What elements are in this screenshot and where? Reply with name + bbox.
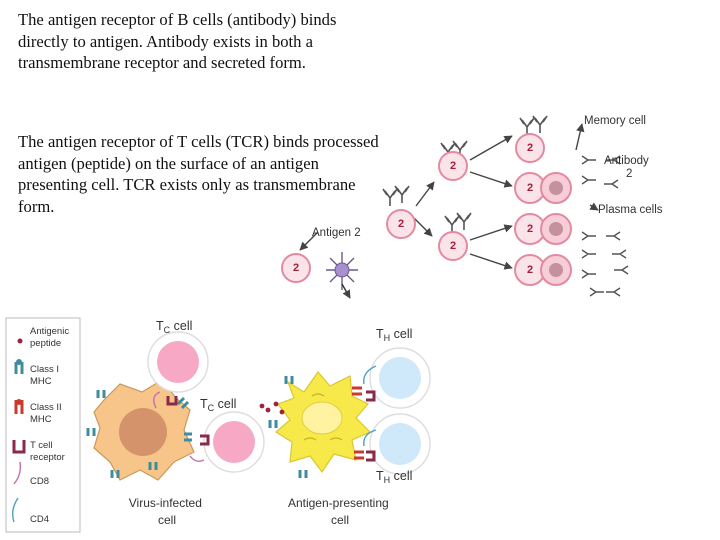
- antigen-particle: [326, 252, 358, 299]
- svg-text:2: 2: [398, 218, 404, 230]
- apc-label: Antigen-presenting cell: [288, 496, 392, 527]
- plasma-cell: 2: [514, 254, 572, 286]
- svg-text:2: 2: [527, 182, 533, 194]
- antibody-label: Antibody: [604, 155, 649, 167]
- t-cell-antigen-presentation-diagram: Antigenic peptide Class I MHC Class II M…: [5, 317, 431, 533]
- svg-text:2: 2: [527, 264, 533, 276]
- cd8-legend-icon: [13, 461, 22, 485]
- th-cell-label-upper: TH cell: [376, 327, 412, 343]
- legend-class-ii-mhc: Class II MHC: [30, 402, 64, 425]
- legend-tcr: T cell receptor: [30, 440, 65, 463]
- plasma-cell: 2: [514, 172, 572, 204]
- tc-cell-label-lower: TC cell: [200, 397, 236, 413]
- virus-infected-cell: [93, 379, 195, 481]
- plasma-cell: 2: [514, 213, 572, 245]
- tcr-legend-icon: [12, 440, 26, 454]
- antibody-number-label: 2: [626, 168, 632, 180]
- svg-text:2: 2: [450, 240, 456, 252]
- svg-text:2: 2: [527, 223, 533, 235]
- cytotoxic-t-cell-upper: [147, 331, 209, 409]
- svg-text:2: 2: [527, 142, 533, 154]
- apc-class-i-mhc: [268, 376, 308, 478]
- helper-t-cell-lower: [363, 413, 431, 475]
- legend-peptide: Antigenic peptide: [30, 326, 72, 349]
- class-ii-mhc-legend-icon: [14, 399, 24, 414]
- tc-cell-label-upper: TC cell: [156, 319, 192, 335]
- svg-text:2: 2: [450, 160, 456, 172]
- class-i-mhc-legend-icon: [14, 359, 24, 374]
- class-ii-mhc-molecules: [352, 386, 364, 460]
- legend-class-i-mhc: Class I MHC: [30, 364, 62, 387]
- b-cell-clonal-selection-diagram: 2 2 2 2 2 2 2: [281, 115, 663, 299]
- dividing-b-cell-lower: 2: [438, 231, 468, 261]
- helper-t-cell-upper: [363, 347, 431, 409]
- b-cell-receptor-paragraph: The antigen receptor of B cells (antibod…: [18, 10, 337, 72]
- legend-cd4: CD4: [30, 514, 49, 525]
- antigen-2-label: Antigen 2: [312, 227, 361, 239]
- memory-cell-label: Memory cell: [584, 115, 646, 127]
- class-i-mhc-molecules: [86, 390, 192, 478]
- dividing-b-cell-upper: 2: [438, 151, 468, 181]
- activated-b-cell: 2: [386, 209, 416, 239]
- svg-text:2: 2: [293, 262, 299, 274]
- cytotoxic-t-cell-lower: [189, 411, 265, 473]
- peptides: [259, 401, 285, 415]
- plasma-cells-label: Plasma cells: [598, 204, 663, 216]
- legend: Antigenic peptide Class I MHC Class II M…: [5, 317, 81, 533]
- memory-b-cell: 2: [515, 133, 545, 163]
- th-cell-label-lower: TH cell: [376, 469, 412, 485]
- t-cell-receptor-paragraph: The antigen receptor of T cells (TCR) bi…: [18, 132, 379, 216]
- antigen-presenting-cell: [274, 371, 372, 474]
- peptide-legend-icon: [17, 338, 23, 344]
- secreted-antibodies: [581, 155, 629, 297]
- flow-arrows: [299, 123, 599, 270]
- virus-infected-cell-label: Virus-infected cell: [129, 496, 206, 527]
- cd4-legend-icon: [11, 497, 19, 523]
- naive-b-cell: 2: [281, 253, 311, 283]
- legend-cd8: CD8: [30, 476, 49, 487]
